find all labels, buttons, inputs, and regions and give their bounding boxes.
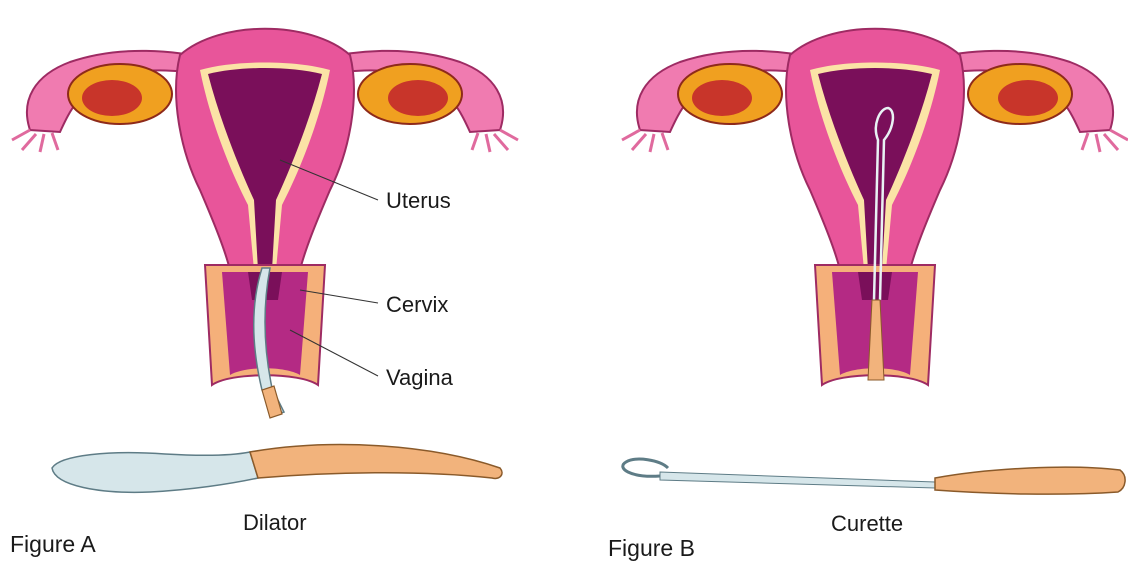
- curette-instrument-icon: [623, 459, 1125, 494]
- figure-a-caption: Figure A: [10, 533, 96, 556]
- inserted-dilator-handle-a: [262, 386, 282, 418]
- curette-caption: Curette: [831, 513, 903, 535]
- dilator-instrument-icon: [52, 445, 502, 493]
- cervix-label: Cervix: [386, 294, 448, 316]
- figure-b-caption: Figure B: [608, 537, 695, 560]
- vagina-label: Vagina: [386, 367, 453, 389]
- dilator-caption: Dilator: [243, 512, 307, 534]
- uterus-label: Uterus: [386, 190, 451, 212]
